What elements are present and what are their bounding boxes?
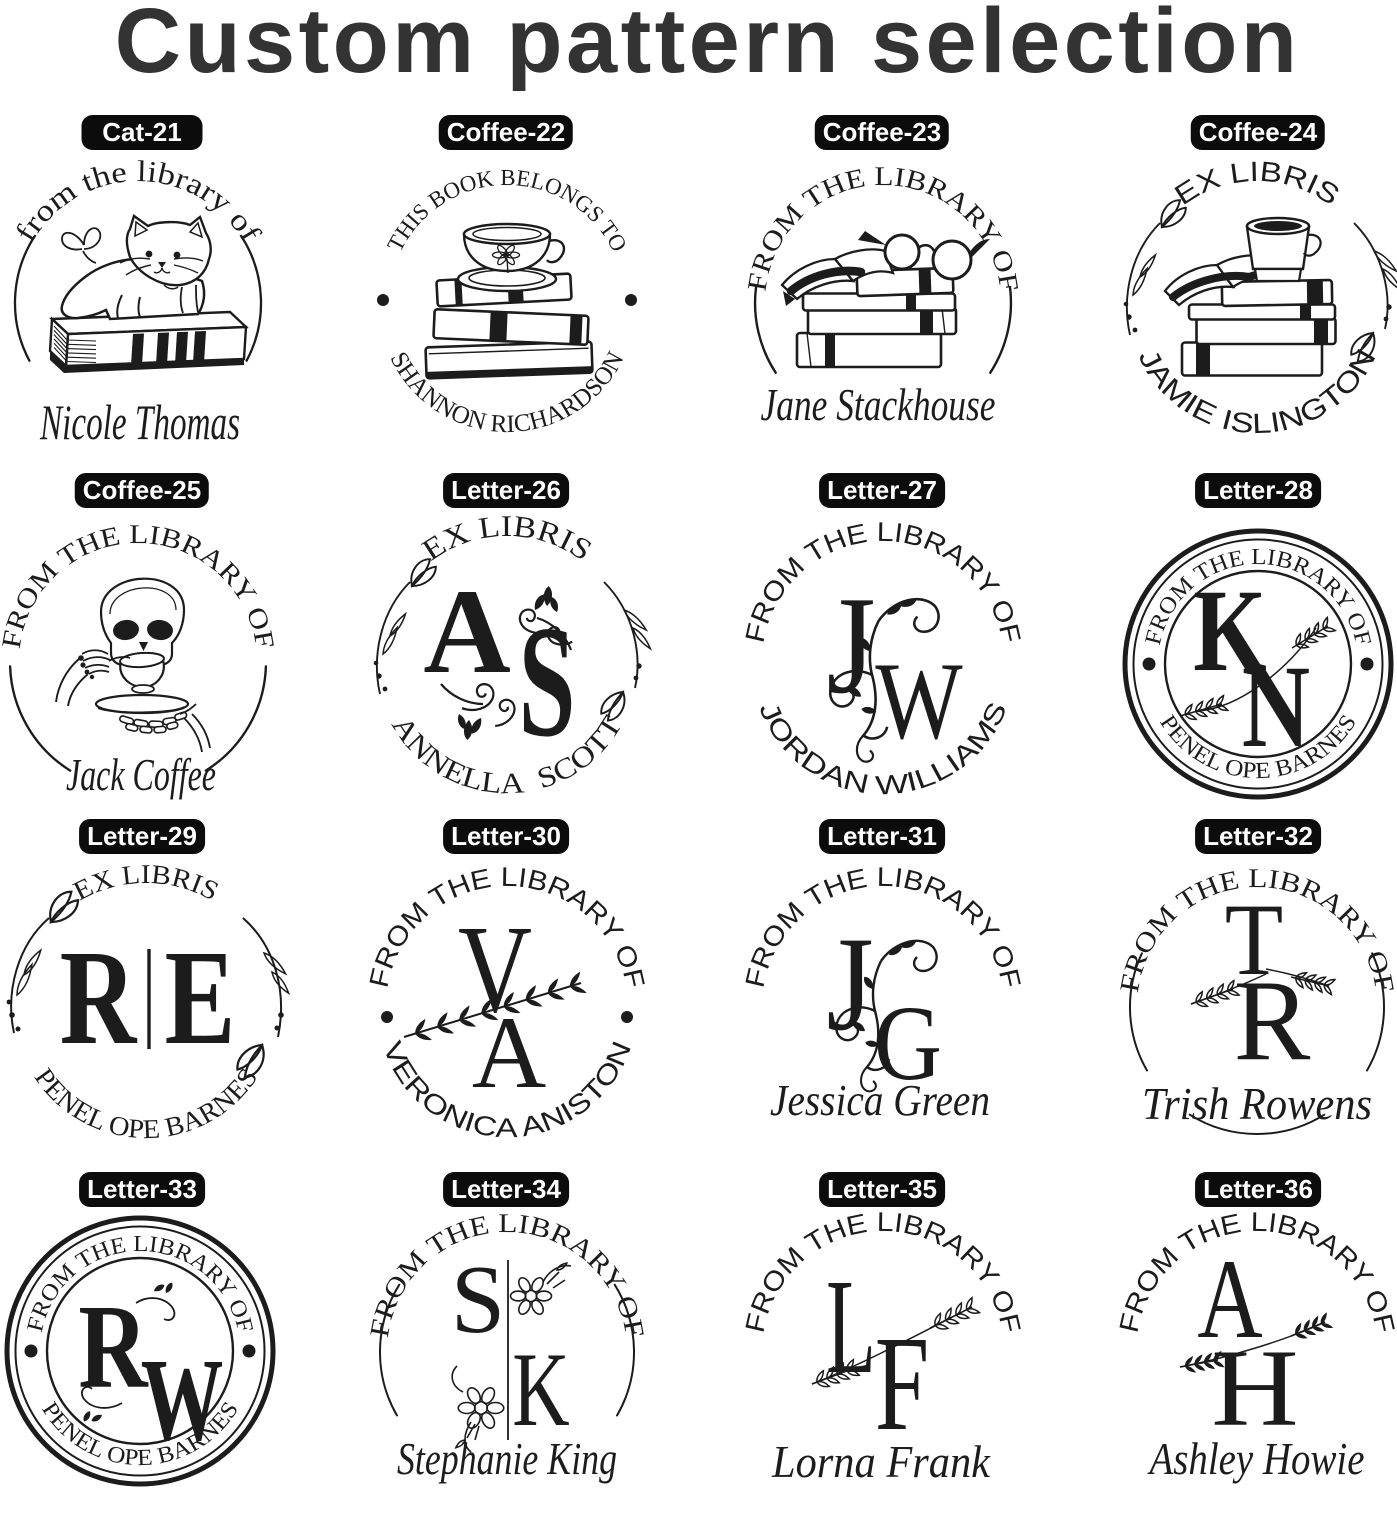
svg-text:R: R	[60, 923, 138, 1074]
svg-text:T: T	[1225, 882, 1284, 997]
svg-text:R: R	[78, 1280, 149, 1414]
svg-text:K: K	[1193, 566, 1266, 696]
svg-text:Jessica Green: Jessica Green	[770, 1076, 990, 1125]
svg-text:FROM THE LIBRARY OF: FROM THE LIBRARY OF	[364, 1208, 650, 1340]
svg-text:FROM THE LIBRARY OF: FROM THE LIBRARY OF	[740, 517, 1027, 646]
svg-text:PENEL OPE BARNES: PENEL OPE BARNES	[29, 1062, 264, 1144]
svg-text:Ashley Howie: Ashley Howie	[1147, 1433, 1365, 1484]
svg-text:G: G	[874, 983, 942, 1102]
svg-text:EX LIBRIS: EX LIBRIS	[68, 859, 223, 906]
svg-text:ANNELLA SCOTT: ANNELLA SCOTT	[385, 710, 629, 800]
svg-text:A: A	[1197, 1238, 1262, 1363]
svg-text:Nicole Thomas: Nicole Thomas	[39, 394, 240, 450]
svg-text:Lorna Frank: Lorna Frank	[771, 1436, 991, 1487]
svg-text:H: H	[1211, 1328, 1298, 1450]
svg-text:EX LIBRIS: EX LIBRIS	[416, 510, 597, 568]
svg-text:W: W	[875, 639, 962, 761]
svg-text:A: A	[423, 565, 510, 699]
svg-text:N: N	[1242, 642, 1310, 772]
svg-text:EX LIBRIS: EX LIBRIS	[1169, 156, 1345, 211]
svg-text:S: S	[451, 1246, 506, 1354]
svg-text:F: F	[875, 1307, 929, 1458]
svg-text:K: K	[512, 1332, 569, 1449]
svg-text:FROM THE LIBRARY OF: FROM THE LIBRARY OF	[740, 862, 1027, 991]
svg-text:W: W	[141, 1335, 224, 1466]
svg-text:Stephanie King: Stephanie King	[397, 1433, 617, 1484]
svg-text:Jane Stackhouse: Jane Stackhouse	[761, 379, 996, 430]
svg-text:E: E	[165, 923, 236, 1074]
svg-text:V: V	[458, 899, 532, 1038]
svg-text:Trish Rowens: Trish Rowens	[1142, 1078, 1372, 1129]
svg-text:Jack Coffee: Jack Coffee	[66, 749, 216, 800]
svg-text:L: L	[826, 1252, 876, 1402]
